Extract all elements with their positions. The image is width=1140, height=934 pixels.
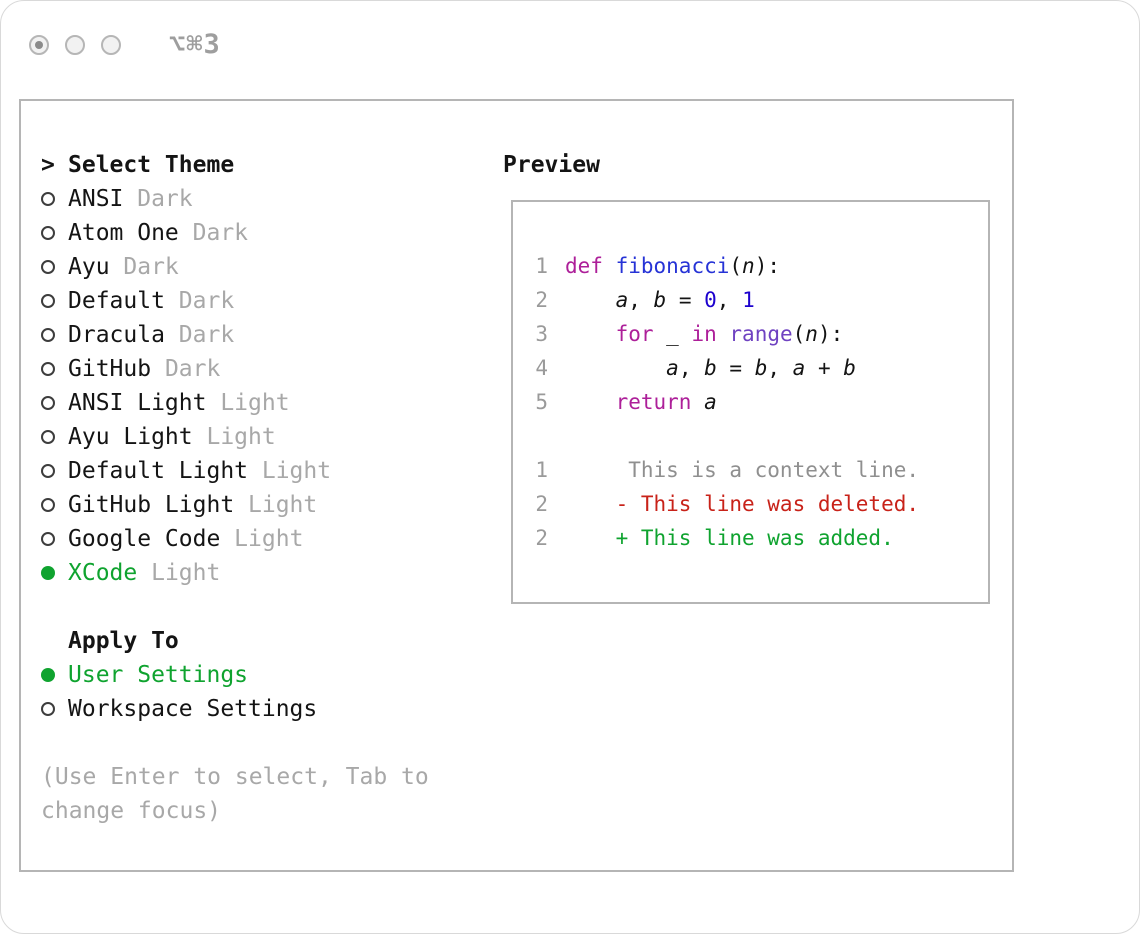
radio-icon (41, 430, 55, 444)
theme-variant: Light (234, 492, 318, 518)
blank-line (535, 419, 988, 453)
line-number: 4 (535, 356, 548, 380)
theme-variant: Light (137, 560, 221, 586)
prompt-chevron-icon: > (41, 152, 55, 178)
theme-item-ayu[interactable]: Ayu Dark (41, 250, 501, 284)
theme-variant: Light (192, 424, 276, 450)
preview-title: Preview (503, 152, 600, 178)
theme-item-default-light[interactable]: Default Light Light (41, 454, 501, 488)
selected-radio-icon (41, 668, 55, 682)
code-line: 3 for _ in range(n): (535, 322, 844, 346)
theme-name: ANSI (68, 186, 124, 212)
theme-variant: Dark (164, 322, 235, 348)
theme-name: ANSI Light (68, 390, 207, 416)
apply-option-user-settings[interactable]: User Settings (41, 658, 501, 692)
titlebar: ⌥⌘3 (29, 29, 221, 60)
diff-line-added: 2 + This line was added. (535, 526, 894, 550)
line-number: 2 (535, 288, 548, 312)
line-number: 2 (535, 526, 548, 550)
radio-icon (41, 294, 55, 308)
radio-icon (41, 396, 55, 410)
theme-name: Google Code (68, 526, 221, 552)
radio-icon (41, 328, 55, 342)
theme-name: XCode (68, 560, 138, 586)
code-line: 5 return a (535, 390, 717, 414)
apply-option-label: Workspace Settings (68, 696, 318, 722)
window-control-icon[interactable] (101, 34, 121, 55)
radio-icon (41, 362, 55, 376)
theme-item-default[interactable]: Default Dark (41, 284, 501, 318)
diff-lines: 1 This is a context line. 2 - This line w… (535, 453, 988, 555)
line-number: 2 (535, 492, 548, 516)
window-control-icon[interactable] (65, 34, 85, 55)
code-line: 4 a, b = b, a + b (535, 356, 856, 380)
theme-name: Default (68, 288, 165, 314)
theme-item-dracula[interactable]: Dracula Dark (41, 318, 501, 352)
theme-item-github-light[interactable]: GitHub Light Light (41, 488, 501, 522)
theme-item-ayu-light[interactable]: Ayu Light Light (41, 420, 501, 454)
radio-icon (41, 464, 55, 478)
theme-name: Default Light (68, 458, 249, 484)
theme-name: Ayu (68, 254, 110, 280)
theme-name: GitHub Light (68, 492, 235, 518)
theme-name: Atom One (68, 220, 179, 246)
theme-variant: Light (206, 390, 290, 416)
theme-variant: Dark (164, 288, 235, 314)
theme-variant: Dark (109, 254, 179, 280)
theme-item-ansi[interactable]: ANSI Dark (41, 182, 501, 216)
theme-item-google-code[interactable]: Google Code Light (41, 522, 501, 556)
line-number: 5 (535, 390, 548, 414)
theme-variant: Dark (178, 220, 249, 246)
theme-name: GitHub (68, 356, 152, 382)
theme-variant: Dark (123, 186, 193, 212)
keyboard-shortcut-label: ⌥⌘3 (169, 29, 221, 60)
theme-variant: Light (248, 458, 332, 484)
line-number: 1 (535, 458, 548, 482)
theme-variant: Light (220, 526, 304, 552)
theme-picker-title: Select Theme (68, 152, 235, 178)
theme-picker-title-row: > Select Theme (41, 148, 501, 182)
radio-icon (41, 226, 55, 240)
theme-item-github[interactable]: GitHub Dark (41, 352, 501, 386)
diff-line-context: 1 This is a context line. (535, 458, 920, 482)
radio-icon (41, 260, 55, 274)
radio-icon (41, 498, 55, 512)
theme-item-xcode[interactable]: XCode Light (41, 556, 501, 590)
window-control-active-icon[interactable] (29, 34, 49, 55)
theme-item-ansi-light[interactable]: ANSI Light Light (41, 386, 501, 420)
radio-icon (41, 192, 55, 206)
theme-item-atom-one[interactable]: Atom One Dark (41, 216, 501, 250)
theme-name: Dracula (68, 322, 165, 348)
theme-name: Ayu Light (68, 424, 193, 450)
diff-line-deleted: 2 - This line was deleted. (535, 492, 920, 516)
selected-radio-icon (41, 566, 55, 580)
line-number: 1 (535, 254, 548, 278)
line-number: 3 (535, 322, 548, 346)
radio-icon (41, 702, 55, 716)
radio-icon (41, 532, 55, 546)
apply-option-label: User Settings (68, 662, 249, 688)
code-line: 2 a, b = 0, 1 (535, 288, 755, 312)
hint-text: (Use Enter to select, Tab to change focu… (41, 764, 429, 824)
apply-option-workspace-settings[interactable]: Workspace Settings (41, 692, 501, 726)
theme-variant: Dark (151, 356, 221, 382)
apply-to-title: Apply To (68, 628, 179, 654)
